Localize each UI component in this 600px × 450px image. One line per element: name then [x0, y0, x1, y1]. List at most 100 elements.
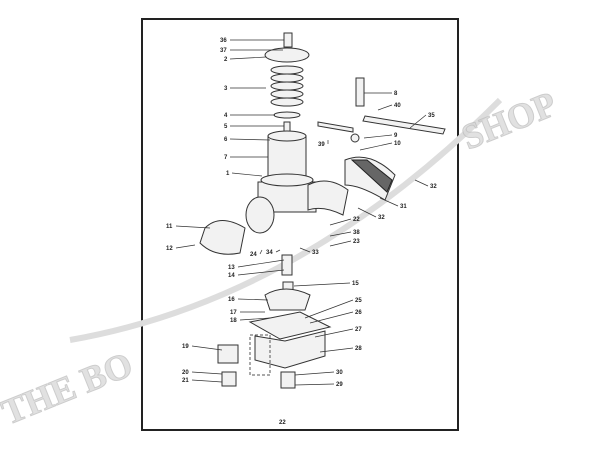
- callout-8: 8: [364, 91, 398, 97]
- callout-31: 31: [379, 197, 407, 210]
- watermark-text-left: THE BO: [0, 344, 138, 432]
- callout-21: 21: [182, 378, 223, 384]
- callout-5: 5: [224, 124, 284, 130]
- leader-line: [191, 371, 223, 375]
- callout-2: 2: [224, 56, 267, 63]
- callout-number: 26: [355, 310, 362, 316]
- callout-number: 3: [224, 86, 228, 92]
- part-gasket: [248, 311, 332, 340]
- callout-number: 1: [226, 171, 230, 177]
- part-venturi: [245, 196, 275, 234]
- callout-19: 19: [182, 344, 223, 351]
- leader-line: [379, 197, 399, 207]
- callout-16: 16: [228, 297, 269, 303]
- callout-32: 32: [357, 207, 385, 221]
- callout-6: 6: [224, 137, 271, 143]
- callout-20: 20: [182, 370, 223, 376]
- callout-18: 18: [230, 317, 271, 324]
- callout-30: 30: [294, 370, 343, 376]
- leader-line: [309, 311, 354, 324]
- leader-line: [175, 244, 196, 249]
- part-jet: [281, 254, 293, 276]
- part-washer: [273, 111, 301, 119]
- callout-7: 7: [224, 155, 268, 161]
- callout-13: 13: [228, 259, 285, 271]
- callout-1: 1: [226, 171, 263, 177]
- leader-line: [237, 298, 269, 301]
- leader-line: [237, 259, 285, 268]
- callout-number: 13: [228, 265, 235, 271]
- leader-line: [363, 134, 393, 139]
- part-top-screw: [283, 32, 293, 48]
- callout-number: 36: [220, 38, 227, 44]
- callout-number: 34: [266, 250, 273, 256]
- callout-number: 23: [353, 239, 360, 245]
- callout-22: 22: [329, 217, 360, 226]
- leader-line: [175, 225, 211, 229]
- leader-line: [329, 231, 352, 237]
- callout-number: 37: [220, 48, 227, 54]
- callout-number: 4: [224, 113, 228, 119]
- leader-line: [229, 138, 271, 141]
- callout-number: 35: [428, 113, 435, 119]
- callout-17: 17: [230, 310, 265, 316]
- callout-27: 27: [314, 327, 362, 338]
- leader-line: [191, 379, 223, 383]
- callout-33: 33: [299, 247, 319, 256]
- callout-14: 14: [228, 269, 285, 279]
- leader-line: [294, 383, 335, 386]
- leader-line: [409, 114, 427, 129]
- callout-40: 40: [377, 103, 401, 111]
- part-spring: [270, 65, 304, 107]
- callout-number: 31: [400, 204, 407, 210]
- leader-line: [377, 104, 393, 111]
- callout-34: 34: [266, 249, 281, 256]
- callout-number: 5: [224, 124, 228, 130]
- leader-line: [357, 207, 377, 218]
- callout-11: 11: [166, 224, 211, 230]
- callout-12: 12: [166, 244, 196, 252]
- leader-line: [329, 240, 352, 247]
- callout-39: 39: [318, 140, 329, 148]
- parts: [199, 32, 446, 389]
- callout-number: 38: [353, 230, 360, 236]
- callout-number: 29: [336, 382, 343, 388]
- callout-10: 10: [359, 141, 401, 151]
- callout-number: 2: [224, 57, 228, 63]
- callout-number: 17: [230, 310, 237, 316]
- callout-number: 40: [394, 103, 401, 109]
- callout-number: 32: [378, 215, 385, 221]
- leader-line: [191, 345, 223, 351]
- callout-32: 32: [414, 179, 437, 190]
- leader-line: [237, 269, 285, 276]
- leader-line: [299, 247, 311, 253]
- part-cap: [264, 47, 310, 63]
- callout-number: 20: [182, 370, 189, 376]
- callout-number: 28: [355, 346, 362, 352]
- part-float-bowl: [254, 330, 326, 369]
- callout-36: 36: [220, 38, 284, 44]
- callout-number: 33: [312, 250, 319, 256]
- callout-4: 4: [224, 113, 275, 119]
- callout-number: 27: [355, 327, 362, 333]
- leader-line: [231, 172, 263, 177]
- part-drain-plug: [280, 371, 296, 389]
- part-slide: [267, 135, 307, 177]
- callout-number: 39: [318, 142, 325, 148]
- leader-line: [293, 282, 351, 287]
- callout-number: 19: [182, 344, 189, 350]
- part-banjo: [217, 344, 239, 364]
- callout-number: 25: [355, 298, 362, 304]
- leader-line: [314, 328, 354, 338]
- watermark-text-right: SHOP: [456, 84, 562, 158]
- part-bracket: [362, 115, 446, 135]
- callout-number: 7: [224, 155, 228, 161]
- leader-line: [414, 179, 429, 187]
- callout-number: 30: [336, 370, 343, 376]
- callout-35: 35: [409, 113, 435, 129]
- callout-38: 38: [329, 230, 360, 237]
- part-adjuster-screw: [355, 77, 365, 107]
- leader-line: [229, 56, 267, 60]
- page-number: 22: [279, 420, 286, 426]
